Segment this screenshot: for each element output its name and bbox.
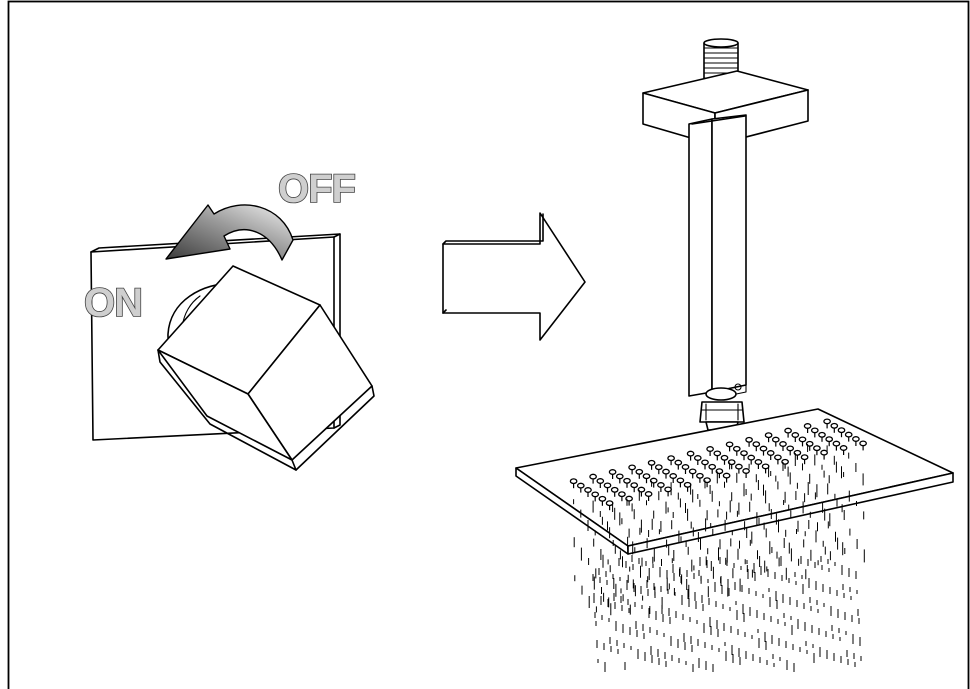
nozzle bbox=[628, 464, 636, 475]
nozzle bbox=[686, 450, 695, 461]
nozzle bbox=[825, 436, 834, 447]
nozzle bbox=[766, 450, 775, 460]
spray-nozzles bbox=[569, 418, 867, 511]
valve-handle-icon bbox=[90, 233, 375, 471]
nozzle bbox=[693, 455, 702, 465]
nozzle bbox=[725, 441, 734, 452]
on-label: ON bbox=[84, 281, 142, 325]
nozzle bbox=[706, 446, 714, 456]
nozzle bbox=[608, 469, 617, 479]
nozzle bbox=[852, 436, 860, 446]
nozzle bbox=[720, 454, 729, 465]
nozzle bbox=[859, 440, 867, 451]
nozzle bbox=[786, 445, 795, 456]
nozzle bbox=[752, 441, 761, 452]
nozzle bbox=[591, 491, 600, 502]
nozzle bbox=[735, 463, 743, 474]
shower-arm bbox=[688, 114, 747, 400]
nozzle bbox=[820, 449, 828, 460]
nozzle bbox=[764, 432, 773, 443]
nozzle bbox=[676, 477, 685, 488]
nozzle bbox=[569, 478, 578, 489]
nozzle bbox=[635, 468, 644, 479]
rain-shower-head-icon bbox=[515, 38, 954, 672]
nozzle bbox=[598, 495, 607, 506]
nozzle bbox=[605, 500, 614, 511]
nozzle bbox=[844, 431, 853, 442]
nozzle bbox=[832, 440, 841, 451]
nozzle bbox=[618, 491, 626, 502]
nozzle bbox=[800, 454, 809, 465]
nozzle bbox=[803, 423, 812, 433]
nozzle bbox=[747, 454, 756, 465]
nozzle bbox=[584, 487, 592, 497]
nozzle bbox=[754, 459, 763, 469]
nozzle bbox=[603, 482, 612, 493]
nozzle bbox=[798, 436, 807, 447]
nozzle bbox=[759, 445, 768, 456]
nozzle bbox=[681, 464, 690, 474]
water-spray bbox=[573, 444, 865, 672]
nozzle bbox=[630, 482, 639, 493]
off-label: OFF bbox=[278, 167, 355, 211]
nozzle bbox=[615, 473, 624, 484]
right-arrow-icon bbox=[442, 212, 586, 341]
nozzle bbox=[740, 450, 748, 461]
nozzle bbox=[745, 436, 753, 447]
nozzle bbox=[669, 473, 678, 483]
nozzle bbox=[662, 468, 670, 479]
nozzle bbox=[647, 459, 656, 470]
nozzle bbox=[722, 472, 731, 483]
nozzle bbox=[784, 427, 792, 438]
nozzle bbox=[791, 432, 800, 442]
nozzle bbox=[810, 427, 819, 438]
nozzle bbox=[779, 441, 787, 451]
nozzle bbox=[805, 440, 814, 451]
nozzle bbox=[657, 482, 665, 492]
nozzle bbox=[623, 477, 631, 488]
nozzle bbox=[696, 472, 704, 483]
nozzle bbox=[642, 473, 651, 484]
nozzle bbox=[667, 455, 675, 466]
shower-head-plate bbox=[515, 408, 954, 555]
nozzle bbox=[774, 454, 782, 465]
nozzle bbox=[732, 445, 741, 456]
nozzle bbox=[823, 418, 831, 429]
nozzle bbox=[610, 486, 619, 497]
nozzle bbox=[771, 436, 780, 447]
nozzle bbox=[713, 450, 722, 461]
nozzle bbox=[708, 463, 717, 474]
nozzle bbox=[674, 459, 683, 470]
nozzle bbox=[813, 445, 821, 456]
nozzle bbox=[837, 427, 846, 438]
nozzle bbox=[818, 431, 826, 442]
nozzle bbox=[589, 473, 597, 484]
nozzle bbox=[654, 464, 663, 475]
nozzle bbox=[742, 468, 750, 478]
nozzle bbox=[830, 422, 839, 433]
rotate-arrow-icon bbox=[165, 204, 294, 261]
nozzle bbox=[839, 445, 848, 455]
nozzle bbox=[576, 482, 585, 493]
nozzle bbox=[596, 478, 605, 488]
nozzle bbox=[644, 491, 653, 501]
nozzle bbox=[701, 459, 709, 470]
nozzle bbox=[688, 468, 697, 479]
diagram-border bbox=[7, 0, 970, 689]
